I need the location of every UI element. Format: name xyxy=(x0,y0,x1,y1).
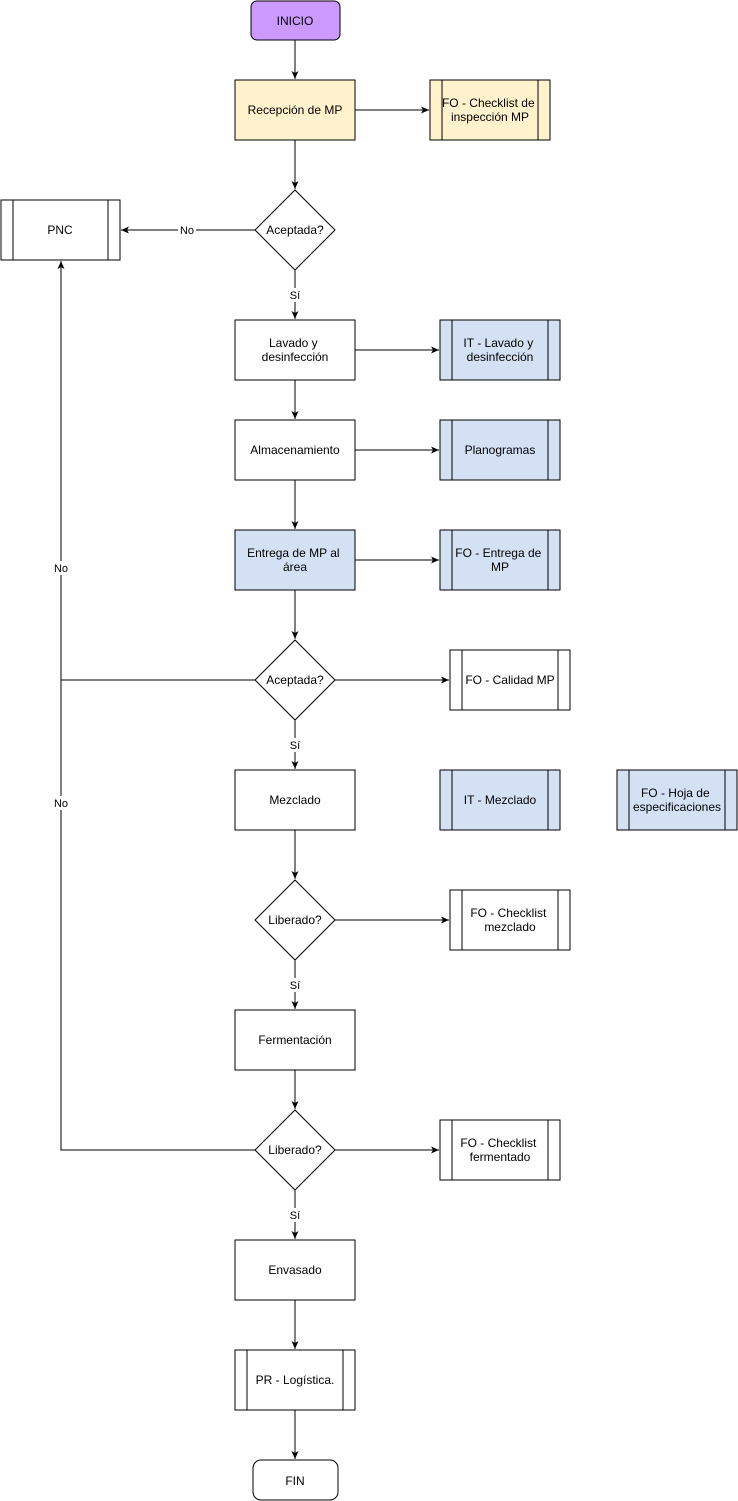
node-decision-liberado-1[interactable]: Liberado? xyxy=(254,879,336,961)
node-entrega[interactable]: Entrega de MP al área xyxy=(234,529,356,591)
node-fo-entrega[interactable]: FO - Entrega de MP xyxy=(439,529,561,591)
edge-label-si-3: Sí xyxy=(287,978,303,992)
node-it-lavado-line-1: IT - Lavado y xyxy=(463,336,533,350)
node-mezclado-label: Mezclado xyxy=(269,793,321,807)
node-fo-entrega-label: FO - Entrega de MP xyxy=(455,546,544,574)
node-inicio-label: INICIO xyxy=(277,14,314,28)
node-planogramas[interactable]: Planogramas xyxy=(439,419,561,481)
node-pnc-label: PNC xyxy=(47,223,73,237)
node-fo-checklist-fermentado-label: FO - Checklist fermentado xyxy=(460,1136,539,1164)
node-fermentacion-label: Fermentación xyxy=(258,1033,331,1047)
node-fo-checklist-mezclado-line-2: mezclado xyxy=(484,920,536,934)
node-recepcion-label: Recepción de MP xyxy=(248,103,343,117)
node-fo-checklist-fermentado-line-2: fermentado xyxy=(470,1150,531,1164)
node-pnc[interactable]: PNC xyxy=(0,199,121,261)
node-it-lavado-label: IT - Lavado y desinfección xyxy=(463,336,536,364)
node-fo-entrega-line-1: FO - Entrega de xyxy=(455,546,541,560)
node-recepcion[interactable]: Recepción de MP xyxy=(234,79,356,141)
node-it-mezclado-label: IT - Mezclado xyxy=(464,793,537,807)
edge-label-si-2-text: Sí xyxy=(290,740,300,752)
node-fo-checklist-inspeccion[interactable]: FO - Checklist de inspección MP xyxy=(429,79,551,141)
node-lavado-line-1: Lavado y xyxy=(269,336,318,350)
node-fo-checklist-mezclado-label: FO - Checklist mezclado xyxy=(470,906,549,934)
node-pr-logistica[interactable]: PR - Logística. xyxy=(234,1349,356,1411)
node-mezclado[interactable]: Mezclado xyxy=(234,769,356,831)
node-fo-checklist-mezclado-line-1: FO - Checklist xyxy=(470,906,547,920)
edge-label-no-1-text: No xyxy=(180,225,194,237)
node-fo-entrega-line-2: MP xyxy=(491,560,509,574)
node-entrega-label: Entrega de MP al área xyxy=(247,546,343,574)
node-entrega-line-2: área xyxy=(283,560,307,574)
node-almacenamiento-label: Almacenamiento xyxy=(250,443,340,457)
node-decision-liberado-2[interactable]: Liberado? xyxy=(254,1109,336,1191)
node-fo-checklist-mezclado[interactable]: FO - Checklist mezclado xyxy=(449,889,571,951)
node-decision-aceptada-2-label: Aceptada? xyxy=(266,673,324,687)
node-decision-liberado-1-label: Liberado? xyxy=(268,913,322,927)
node-fin[interactable]: FIN xyxy=(252,1459,339,1501)
edge-label-no-3-text: No xyxy=(54,798,68,810)
edge-label-si-1-text: Sí xyxy=(290,290,300,302)
node-fo-checklist-fermentado[interactable]: FO - Checklist fermentado xyxy=(439,1119,561,1181)
node-fo-checklist-fermentado-line-1: FO - Checklist xyxy=(460,1136,537,1150)
edge-label-si-1: Sí xyxy=(287,288,303,302)
node-fin-label: FIN xyxy=(285,1474,304,1488)
edge-aceptada2-pnc xyxy=(57,261,255,681)
node-decision-aceptada-2[interactable]: Aceptada? xyxy=(254,639,336,721)
node-fo-checklist-inspeccion-label: FO - Checklist de inspección MP xyxy=(442,96,538,124)
node-envasado-label: Envasado xyxy=(268,1263,322,1277)
node-fo-checklist-inspeccion-line-2: inspección MP xyxy=(451,110,529,124)
edge-label-si-4-text: Sí xyxy=(290,1210,300,1222)
node-fo-checklist-inspeccion-line-1: FO - Checklist de xyxy=(442,96,535,110)
node-fermentacion[interactable]: Fermentación xyxy=(234,1009,356,1071)
node-fo-hoja-line-1: FO - Hoja de xyxy=(641,786,710,800)
edge-labels: No Sí No Sí No Sí Sí xyxy=(51,223,303,1222)
node-fo-calidad[interactable]: FO - Calidad MP xyxy=(449,649,571,711)
node-envasado[interactable]: Envasado xyxy=(234,1239,356,1301)
edge-label-no-2: No xyxy=(51,561,71,575)
node-almacenamiento[interactable]: Almacenamiento xyxy=(234,419,356,481)
edge-label-no-2-text: No xyxy=(54,563,68,575)
edge-label-si-3-text: Sí xyxy=(290,980,300,992)
node-it-mezclado[interactable]: IT - Mezclado xyxy=(439,769,561,831)
node-lavado-line-2: desinfección xyxy=(262,350,329,364)
edge-label-si-4: Sí xyxy=(287,1208,303,1222)
node-fo-hoja-line-2: especificaciones xyxy=(633,800,721,814)
edge-label-si-2: Sí xyxy=(287,738,303,752)
node-lavado[interactable]: Lavado y desinfección xyxy=(234,319,356,381)
edge-label-no-1: No xyxy=(178,223,196,237)
node-fo-hoja-label: FO - Hoja de especificaciones xyxy=(633,786,721,814)
node-decision-liberado-2-label: Liberado? xyxy=(268,1143,322,1157)
node-planogramas-label: Planogramas xyxy=(465,443,536,457)
node-decision-aceptada-1[interactable]: Aceptada? xyxy=(254,189,336,271)
node-entrega-line-1: Entrega de MP al xyxy=(247,546,340,560)
edge-liberado2-pnc xyxy=(60,680,255,1151)
node-it-lavado-line-2: desinfección xyxy=(467,350,534,364)
node-it-lavado[interactable]: IT - Lavado y desinfección xyxy=(439,319,561,381)
node-lavado-label: Lavado y desinfección xyxy=(262,336,329,364)
node-pr-logistica-label: PR - Logística. xyxy=(256,1373,335,1387)
edge-label-no-3: No xyxy=(51,796,71,810)
node-decision-aceptada-1-label: Aceptada? xyxy=(266,223,324,237)
node-fo-calidad-label: FO - Calidad MP xyxy=(465,673,554,687)
node-fo-hoja[interactable]: FO - Hoja de especificaciones xyxy=(616,769,738,831)
node-inicio[interactable]: INICIO xyxy=(250,0,341,41)
